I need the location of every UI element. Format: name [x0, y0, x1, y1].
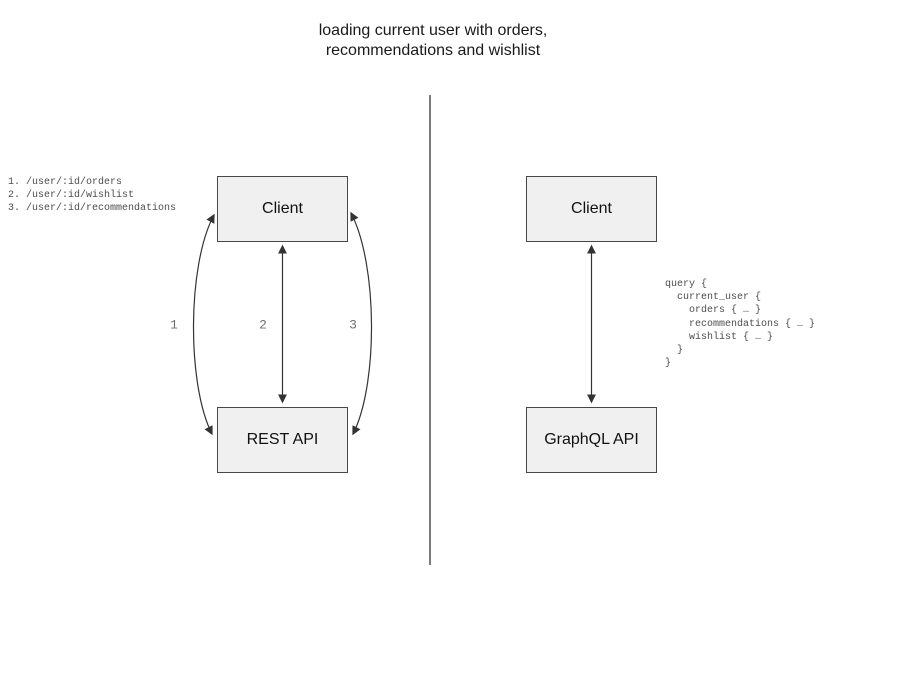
rest-api-label: REST API [246, 431, 319, 448]
rest-client-node: Client [217, 176, 348, 242]
rest-endpoint-list: 1. /user/:id/orders 2. /user/:id/wishlis… [8, 176, 176, 215]
rest-client-label: Client [262, 200, 303, 217]
rest-arrow-label-1: 1 [170, 317, 178, 333]
rest-arrow-label-3: 3 [349, 317, 357, 333]
graphql-api-label: GraphQL API [544, 431, 639, 448]
query-line: recommendations { … } [665, 318, 816, 330]
rest-endpoint-recommendations: 3. /user/:id/recommendations [8, 203, 177, 214]
query-line: current_user { [665, 292, 762, 304]
diagram-title-line2: recommendations and wishlist [325, 42, 541, 59]
query-line: query { [665, 279, 708, 290]
graphql-query-snippet: query { current_user { orders { … } reco… [665, 278, 815, 370]
rest-endpoint-orders: 1. /user/:id/orders [8, 177, 123, 188]
graphql-api-node: GraphQL API [526, 407, 657, 473]
query-line: orders { … } [665, 305, 762, 317]
rest-arc-request-1 [192, 213, 215, 436]
graphql-client-label: Client [571, 200, 612, 217]
rest-api-node: REST API [217, 407, 348, 473]
diagram-title-line1: loading current user with orders, [318, 22, 548, 39]
query-line: } [665, 345, 684, 357]
query-line: wishlist { … } [665, 331, 774, 343]
graphql-client-node: Client [526, 176, 657, 242]
rest-arc-request-3 [350, 211, 373, 436]
diagram-title: loading current user with orders, recomm… [319, 21, 548, 61]
query-line: } [665, 358, 672, 370]
rest-endpoint-wishlist: 2. /user/:id/wishlist [8, 190, 135, 201]
rest-arrow-label-2: 2 [259, 317, 267, 333]
